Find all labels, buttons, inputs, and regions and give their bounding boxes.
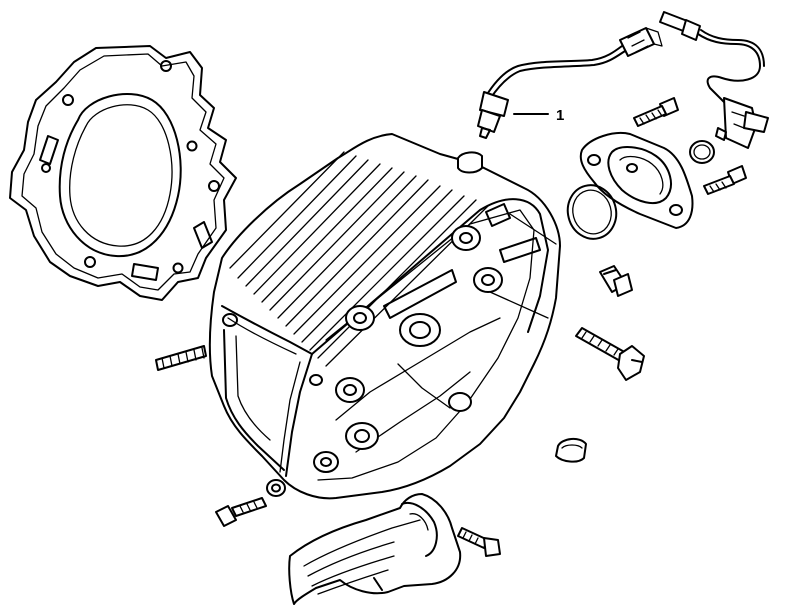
oxygen-sensor	[659, 11, 769, 149]
washer	[266, 479, 286, 497]
o-ring-large	[566, 184, 618, 240]
callout-1: 1	[513, 107, 564, 124]
bolt-bottom-right	[457, 527, 501, 557]
intake-cover	[288, 493, 462, 605]
stud-bolt	[155, 345, 207, 371]
callout-label-1: 1	[556, 107, 564, 124]
short-bolt	[599, 265, 633, 297]
temperature-sensor-part-1	[477, 27, 663, 139]
long-bolt	[575, 327, 645, 381]
bolt-bottom-left	[215, 497, 267, 527]
sealing-cap	[555, 438, 587, 463]
intake-flange	[579, 132, 694, 229]
bolt-flange-lower	[703, 165, 747, 195]
cylinder-head-gasket	[9, 45, 237, 301]
o-ring-small	[689, 140, 715, 164]
bolt-flange-upper	[633, 97, 679, 127]
cylinder-head	[208, 133, 561, 500]
